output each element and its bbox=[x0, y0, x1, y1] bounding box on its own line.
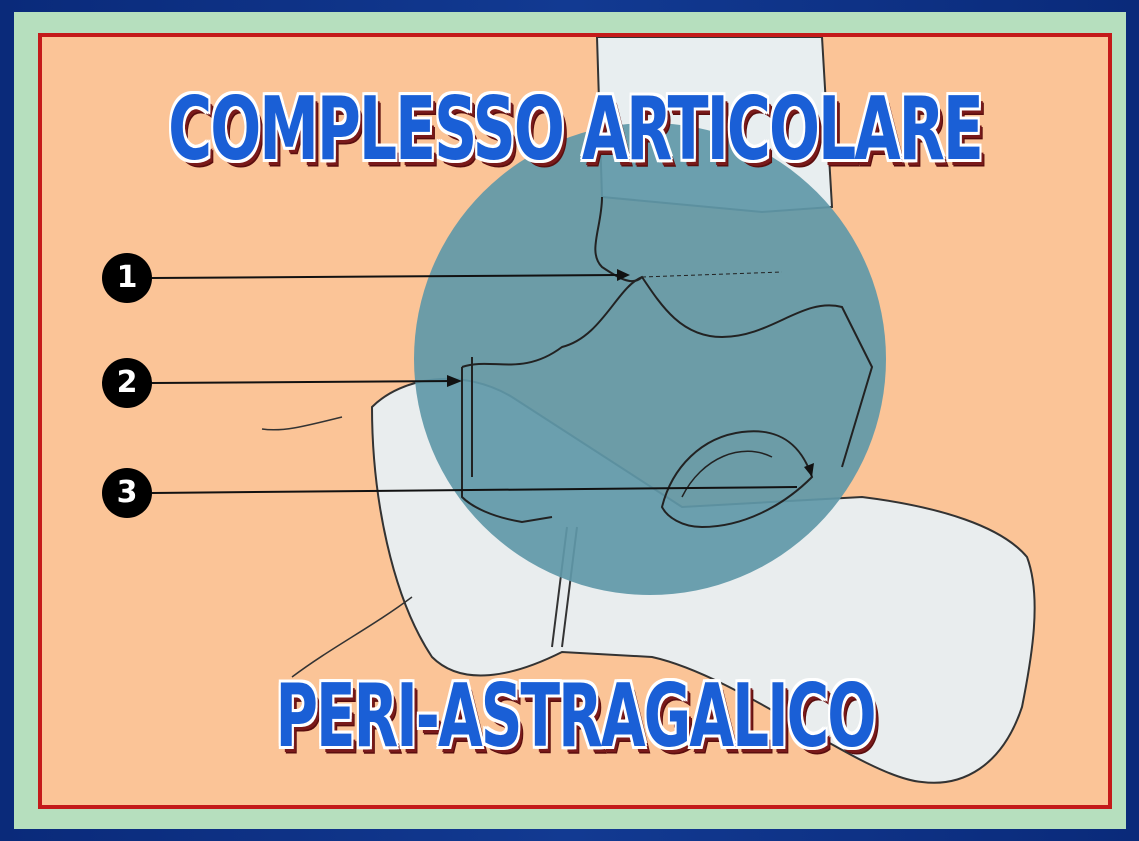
illustration-frame: COMPLESSO ARTICOLARE 1 2 3 PERI-ASTRAGAL… bbox=[38, 33, 1112, 809]
marker-3: 3 bbox=[102, 468, 152, 518]
pointer-line-2 bbox=[152, 381, 457, 383]
title-bottom: PERI-ASTRAGALICO bbox=[42, 665, 1108, 767]
marker-1: 1 bbox=[102, 253, 152, 303]
title-top: COMPLESSO ARTICOLARE bbox=[42, 79, 1108, 181]
joint-highlight-circle bbox=[414, 123, 886, 595]
marker-2: 2 bbox=[102, 358, 152, 408]
